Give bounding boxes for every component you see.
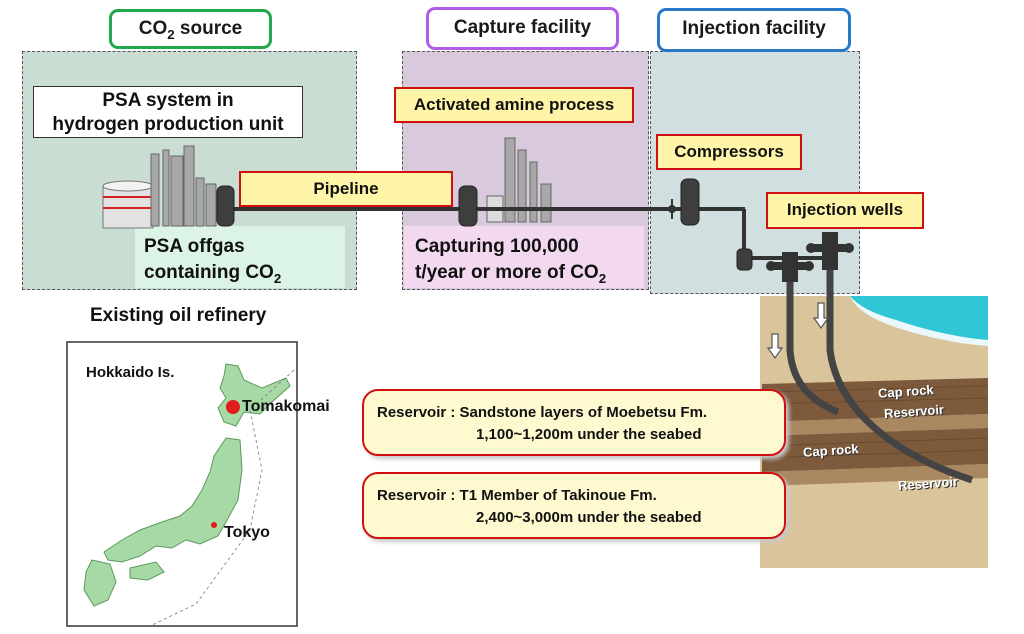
valve-icon	[668, 199, 676, 219]
honshu-shape	[103, 437, 243, 563]
capture-facility-title: Capture facility	[453, 17, 592, 38]
existing-refinery-label: Existing oil refinery	[90, 305, 267, 326]
injection-facility-title: Injection facility	[682, 18, 826, 39]
offgas-line2: containing CO2	[144, 262, 282, 286]
injection-wells-label: Injection wells	[766, 192, 924, 229]
subsurface-cross-section	[760, 270, 989, 568]
compressors-label: Compressors	[656, 134, 802, 170]
psa-label-line2: hydrogen production unit	[52, 114, 284, 135]
offgas-line1: PSA offgas	[144, 236, 245, 257]
psa-tank-icon	[102, 180, 154, 229]
psa-columns-icon	[150, 145, 217, 227]
psa-label-line1: PSA system in	[102, 90, 234, 111]
psa-system-label: PSA system in hydrogen production unit	[33, 86, 303, 138]
kyushu-shape	[83, 559, 117, 607]
capturing-line1: Capturing 100,000	[415, 236, 579, 257]
reservoir-1-line1: Reservoir : Sandstone layers of Moebetsu…	[377, 404, 708, 421]
offgas-area	[135, 226, 345, 288]
psa-offgas-label: PSA offgas containing CO2	[144, 234, 344, 292]
tomakomai-label: Tomakomai	[242, 398, 330, 415]
injection-facility-tab: Injection facility	[657, 8, 851, 52]
capturing-area	[404, 226, 644, 288]
wellhead-icons	[766, 232, 854, 282]
co2-source-title: CO2 source	[138, 18, 243, 42]
capturing-line2: t/year or more of CO2	[415, 262, 607, 286]
capture-facility-tab: Capture facility	[426, 7, 619, 50]
hokkaido-label: Hokkaido Is.	[86, 364, 175, 381]
japan-map	[66, 341, 298, 627]
reservoir-callout-1: Reservoir : Sandstone layers of Moebetsu…	[362, 389, 786, 456]
pipeline-label: Pipeline	[239, 171, 453, 207]
reservoir-2-line1: Reservoir : T1 Member of Takinoue Fm.	[377, 487, 657, 504]
activated-amine-label: Activated amine process	[394, 87, 634, 123]
reservoir-2-line2: 2,400~3,000m under the seabed	[476, 509, 702, 526]
capturing-label: Capturing 100,000 t/year or more of CO2	[415, 234, 645, 292]
shikoku-shape	[129, 561, 165, 581]
reservoir-callout-2: Reservoir : T1 Member of Takinoue Fm. 2,…	[362, 472, 786, 539]
tokyo-label: Tokyo	[224, 524, 270, 541]
compressor-drums-icon	[216, 178, 753, 271]
co2-source-tab: CO2 source	[109, 9, 272, 49]
tokyo-marker	[211, 522, 217, 528]
tomakomai-marker	[226, 400, 240, 414]
reservoir-1-line2: 1,100~1,200m under the seabed	[476, 426, 702, 443]
